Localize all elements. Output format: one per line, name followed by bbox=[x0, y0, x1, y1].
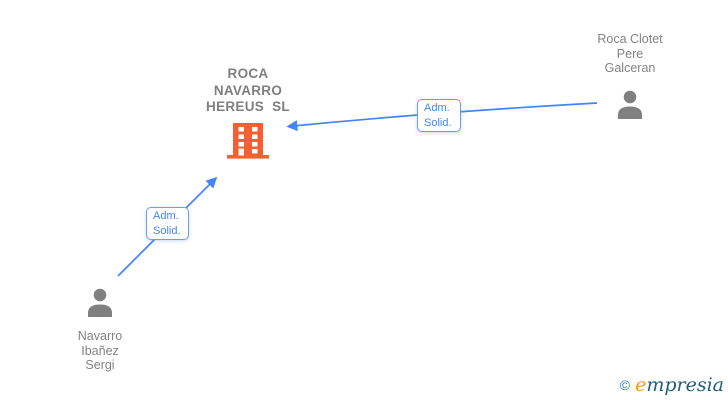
brand-rest: mpresia bbox=[646, 374, 724, 396]
node-person-navarro-ibanez[interactable]: Navarro Ibañez Sergi bbox=[48, 287, 152, 373]
person-name-line: Galceran bbox=[604, 61, 656, 75]
copyright-icon: © bbox=[619, 377, 631, 393]
person-name-line: Navarro bbox=[77, 329, 123, 343]
company-name-line: HEREUS SL bbox=[206, 99, 290, 114]
edge-label-line: Adm. bbox=[153, 210, 179, 222]
brand-text: empresia bbox=[635, 375, 724, 395]
person-name-line: Roca Clotet bbox=[597, 32, 663, 46]
company-name-line: NAVARRO bbox=[213, 82, 283, 98]
company-name-line: ROCA bbox=[227, 66, 269, 81]
brand-initial: e bbox=[635, 374, 647, 396]
person-icon bbox=[48, 287, 152, 322]
edge-label-line: Solid. bbox=[153, 224, 181, 237]
empresia-logo[interactable]: © empresia bbox=[620, 375, 724, 395]
node-company[interactable]: ROCA NAVARRO HEREUS SL bbox=[180, 66, 316, 164]
person-name-line: Pere bbox=[616, 46, 644, 61]
edge-label-line: Adm. bbox=[424, 102, 450, 114]
person-name: Navarro Ibañez Sergi bbox=[48, 329, 152, 373]
person-name-line: Sergi bbox=[85, 358, 115, 372]
edge-label-line: Solid. bbox=[424, 116, 452, 129]
person-name-line: Ibañez bbox=[81, 343, 119, 358]
person-icon bbox=[578, 89, 682, 124]
person-name: Roca Clotet Pere Galceran bbox=[578, 32, 682, 76]
building-icon bbox=[180, 122, 316, 164]
company-name: ROCA NAVARRO HEREUS SL bbox=[180, 66, 316, 116]
edge-label-adm-solid-bottom: Adm. Solid. bbox=[146, 207, 189, 240]
edge-label-adm-solid-top: Adm. Solid. bbox=[417, 99, 461, 132]
node-person-roca-clotet[interactable]: Roca Clotet Pere Galceran bbox=[578, 32, 682, 124]
